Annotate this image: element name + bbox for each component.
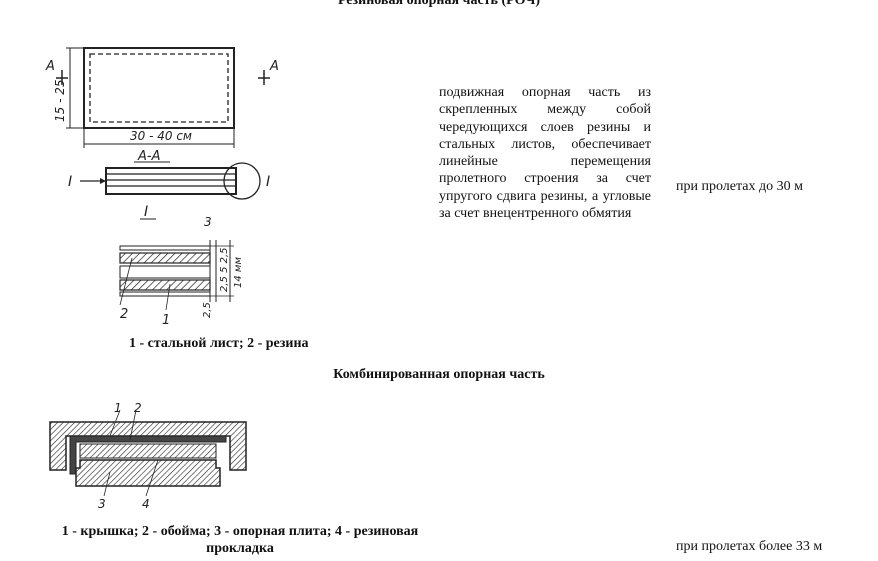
- span-condition-1: при пролетах до 30 м: [676, 179, 803, 194]
- plan-inner-dashed: [89, 53, 229, 123]
- detail-steel-1: [119, 252, 211, 264]
- span-condition-2: при пролетах более 33 м: [676, 539, 823, 554]
- part-label-c3: 3: [98, 497, 106, 511]
- rubber-bearing-drawing: А А 15 - 25 30 - 40 см А-А I I I 3 2,5 5…: [45, 47, 279, 328]
- detail-layer-top: [119, 245, 211, 251]
- plan-outline: [83, 47, 235, 129]
- dim-total: 14 мм: [233, 257, 244, 288]
- detail-title: I: [144, 204, 148, 220]
- section-mark-left: А: [45, 59, 55, 74]
- section-title-aa: А-А: [137, 149, 160, 164]
- part-label-1: 1: [162, 313, 170, 328]
- clip: [69, 435, 227, 475]
- detail-mark-left: I: [68, 174, 72, 190]
- cover: [49, 421, 247, 471]
- section-aa-body: [105, 167, 237, 195]
- detail-steel-2: [119, 279, 211, 291]
- height-dimension: 15 - 25: [53, 80, 67, 123]
- rubber-bearing-caption: 1 - стальной лист; 2 - резина: [129, 336, 309, 351]
- part-label-c1: 1: [114, 401, 122, 415]
- detail-layer-bottom: [119, 291, 211, 297]
- detail-rubber: [119, 265, 211, 279]
- detail-mark-right: I: [266, 174, 270, 190]
- rubber-bearing-description: подвижная опорная часть из скрепленных м…: [439, 85, 651, 222]
- combined-bearing-caption: 1 - крышка; 2 - обойма; 3 - опорная плит…: [61, 524, 419, 556]
- part-label-c2: 2: [134, 401, 142, 415]
- dim-layers: 2,5 5 2,5: [219, 247, 230, 292]
- dim-top: 3: [204, 215, 212, 229]
- section-title-combined-bearing: Комбинированная опорная часть: [333, 367, 545, 382]
- dim-bottom: 2,5: [202, 302, 213, 318]
- rubber-pad: [79, 443, 217, 459]
- section-mark-right: А: [269, 59, 279, 74]
- part-label-c4: 4: [142, 497, 150, 511]
- combined-bearing-drawing: 1 2 3 4: [49, 401, 247, 511]
- width-dimension: 30 - 40 см: [130, 129, 192, 143]
- bearing-plate: [75, 459, 221, 487]
- detail-callout-circle: [223, 162, 261, 200]
- part-label-2: 2: [120, 307, 128, 322]
- section-title-rubber-bearing: Резиновая опорная часть (РОЧ): [337, 0, 541, 8]
